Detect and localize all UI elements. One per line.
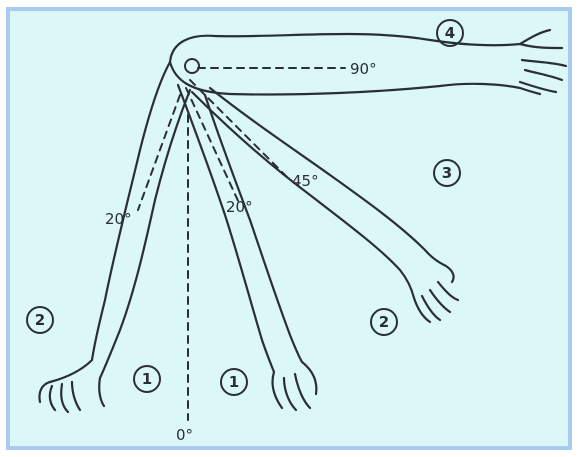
marker-2-left-text: 2 [35,311,45,329]
label-45-deg: 45° [292,172,319,190]
label-20-deg-left: 20° [105,210,132,228]
line-20-deg-left [138,95,180,210]
marker-3: 3 [434,160,460,186]
marker-4-text: 4 [445,24,455,42]
marker-1-left-text: 1 [142,370,152,388]
shoulder-joint [185,59,199,73]
arm-left [39,62,190,412]
label-90-deg: 90° [350,60,377,78]
marker-1-right-text: 1 [229,373,239,391]
marker-3-text: 3 [442,164,452,182]
marker-2-right: 2 [371,309,397,335]
marker-2-right-text: 2 [379,313,389,331]
label-20-deg-right: 20° [226,198,253,216]
marker-1-left: 1 [134,366,160,392]
label-0-deg: 0° [176,426,193,444]
arm-middle [178,85,316,410]
marker-2-left: 2 [27,307,53,333]
marker-1-right: 1 [221,369,247,395]
